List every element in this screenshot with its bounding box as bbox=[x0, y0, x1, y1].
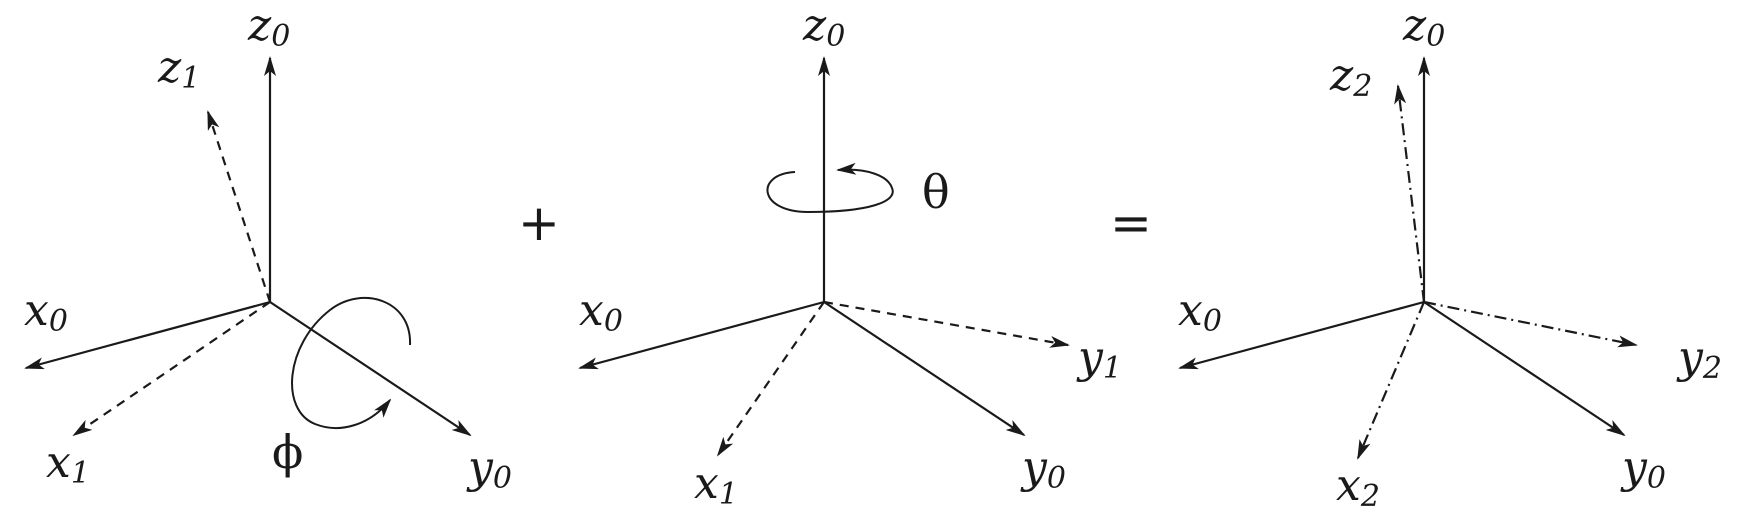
label-y1: y1 bbox=[1076, 332, 1122, 386]
y1-axis bbox=[823, 300, 1070, 348]
label-x2: x2 bbox=[1336, 460, 1380, 514]
y0-axis bbox=[269, 301, 472, 437]
label-z2: z2 bbox=[1329, 50, 1372, 104]
label-x1: x1 bbox=[46, 437, 90, 491]
y0-axis bbox=[1423, 301, 1626, 437]
label-z1: z1 bbox=[157, 42, 200, 96]
frame-combined-rotation: z0 x0 y0 z2 y2 x2 bbox=[1178, 0, 1722, 514]
label-y0: y0 bbox=[1020, 442, 1066, 496]
frame-rotation-phi: z0 x0 y0 z1 x1 ϕ bbox=[24, 0, 512, 496]
equals-operator: = bbox=[1110, 194, 1152, 252]
x0-axis bbox=[24, 300, 271, 370]
label-x0: x0 bbox=[24, 285, 68, 339]
label-y0: y0 bbox=[1620, 442, 1666, 496]
rotation-arrow-phi bbox=[291, 296, 412, 429]
label-x1: x1 bbox=[694, 458, 738, 512]
angle-theta: θ bbox=[922, 165, 950, 219]
angle-phi: ϕ bbox=[272, 425, 303, 479]
x1-axis bbox=[716, 301, 825, 457]
label-y0: y0 bbox=[466, 442, 512, 496]
label-z0: z0 bbox=[1402, 0, 1445, 54]
x1-axis bbox=[72, 301, 271, 437]
label-z0: z0 bbox=[802, 0, 845, 54]
label-x0: x0 bbox=[1178, 285, 1222, 339]
label-y2: y2 bbox=[1676, 332, 1722, 386]
x0-axis bbox=[1178, 300, 1425, 370]
x0-axis bbox=[578, 300, 825, 370]
x2-axis bbox=[1356, 301, 1426, 460]
frame-rotation-theta: z0 x0 y0 y1 x1 θ bbox=[578, 0, 1122, 512]
label-x0: x0 bbox=[579, 285, 623, 339]
plus-operator: + bbox=[518, 194, 560, 252]
rotation-arrow-theta bbox=[766, 162, 894, 214]
z1-axis bbox=[206, 110, 272, 303]
y0-axis bbox=[823, 301, 1026, 437]
label-z0: z0 bbox=[247, 0, 290, 54]
z2-axis bbox=[1394, 84, 1426, 303]
